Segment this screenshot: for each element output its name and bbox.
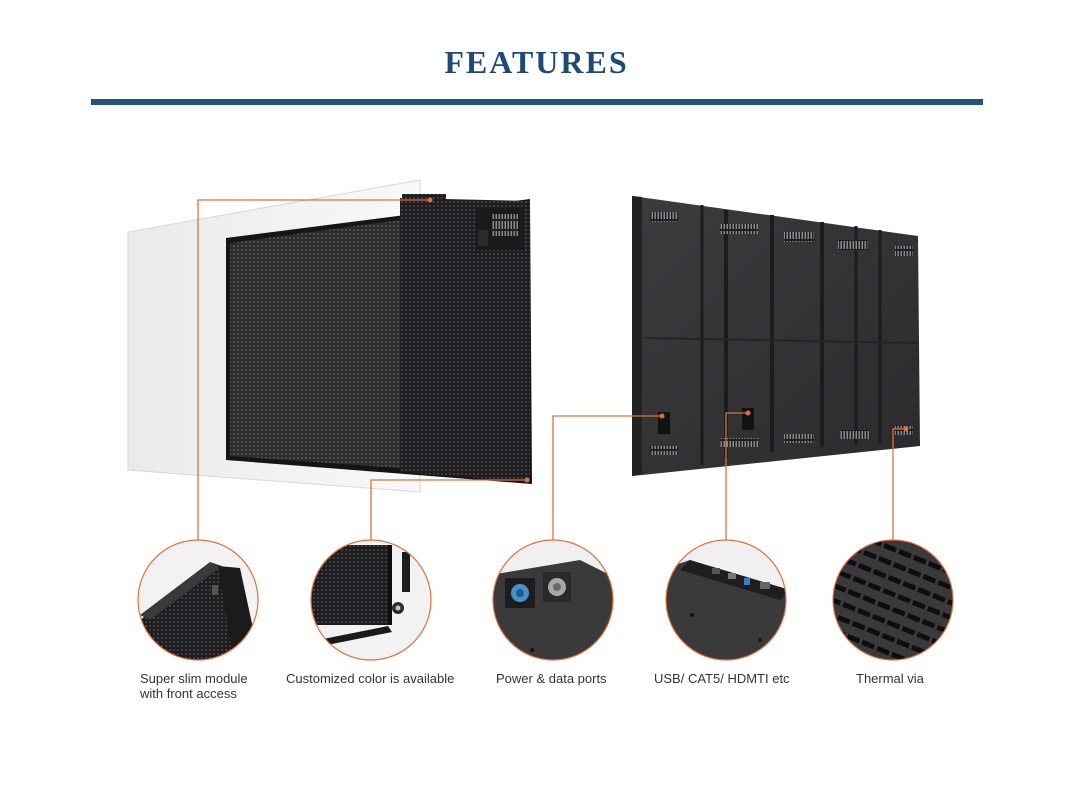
- feature-caption-thermal-via: Thermal via: [856, 671, 924, 686]
- rear-display-panel: [632, 196, 920, 476]
- feature-caption-usb-ports: USB/ CAT5/ HDMTI etc: [654, 671, 790, 686]
- usb-port-detail-icon: [665, 539, 787, 661]
- title-underline: [91, 99, 983, 105]
- front-display-panel: [226, 194, 532, 484]
- slim-module-detail-icon: [137, 539, 259, 661]
- page-title: FEATURES: [444, 44, 629, 80]
- feature-caption-power-ports: Power & data ports: [496, 671, 607, 686]
- leader-lines: [197, 199, 906, 540]
- feature-caption-custom-color: Customized color is available: [286, 671, 455, 686]
- color-frame-detail-icon: [310, 539, 432, 661]
- power-port-detail-icon: [492, 539, 614, 661]
- leader-dots: [427, 197, 909, 483]
- feature-caption-slim-module: Super slim module with front access: [140, 671, 248, 701]
- thermal-vent-detail-icon: [832, 539, 954, 661]
